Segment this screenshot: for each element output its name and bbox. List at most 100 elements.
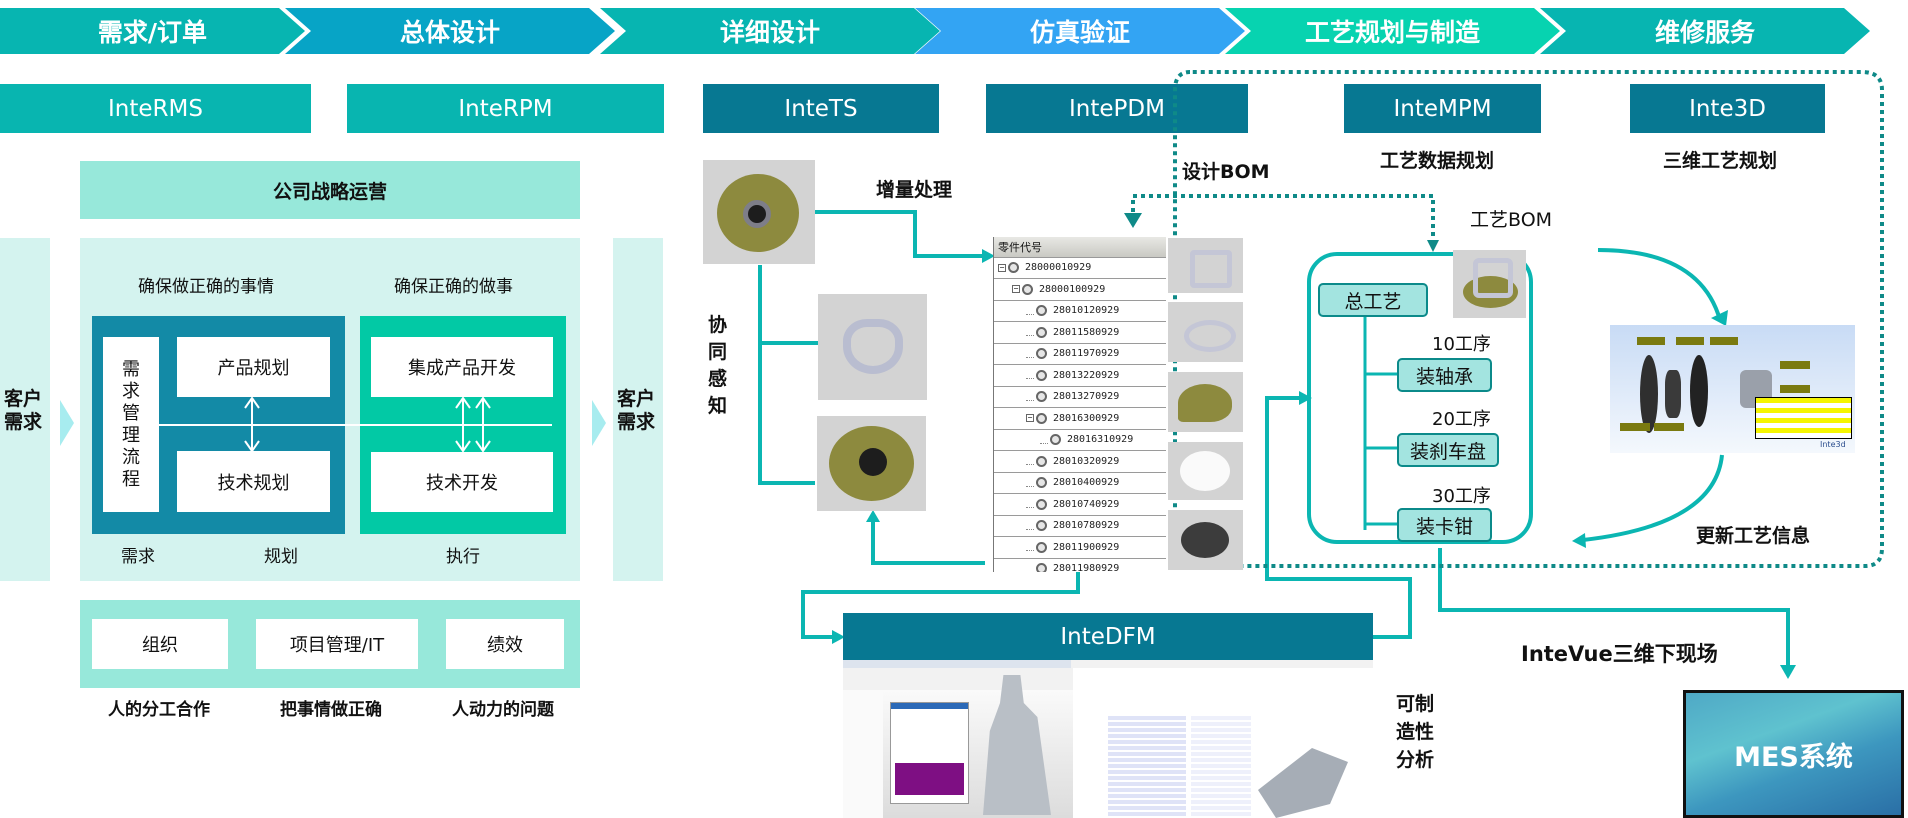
collapse-icon[interactable]: −: [1026, 413, 1034, 422]
bom-row[interactable]: 28013270929: [994, 386, 1166, 408]
process-step[interactable]: 装刹车盘: [1397, 433, 1499, 467]
box-label: 装刹车盘: [1409, 440, 1486, 463]
hub-shape: [859, 448, 887, 476]
bom-row[interactable]: 28011580929: [994, 322, 1166, 344]
gear-icon: [1036, 455, 1047, 467]
bom-tree[interactable]: 零件代号 − 28000010929 −28000100929 28010120929…: [993, 237, 1166, 572]
part-thumb-caliper: [1168, 302, 1243, 362]
disc-shape: [1640, 355, 1658, 433]
inte3d-logo: Inte3d: [1820, 440, 1846, 449]
product-inte3d[interactable]: Inte3D: [1630, 84, 1825, 133]
tree-line-icon: [1026, 393, 1034, 401]
char: 知: [708, 395, 728, 417]
product-label: InteDFM: [1060, 623, 1156, 650]
knuckle-shape: [843, 319, 903, 374]
box-label: 产品规划: [217, 358, 290, 379]
tree-line-icon: [1026, 328, 1034, 336]
strategy-title-text: 公司战略运营: [272, 180, 387, 203]
gear-icon: [1036, 520, 1047, 531]
customer-demand-right: 客户需求: [613, 238, 663, 581]
gear-icon: [1036, 477, 1047, 488]
part-code: 28011970929: [1053, 348, 1120, 359]
product-label: InteRPM: [458, 95, 553, 122]
callout-tag: [1637, 337, 1665, 345]
char: 协: [708, 314, 728, 336]
dfm-dialog: [890, 702, 969, 804]
stage-overall-design: 总体设计: [285, 8, 615, 54]
caption-line: 分析: [1396, 749, 1435, 771]
bom-row[interactable]: 28013220929: [994, 365, 1166, 387]
tree-line-icon: [1026, 479, 1034, 487]
collapse-icon[interactable]: −: [998, 262, 1006, 272]
part-code: 28016300929: [1053, 412, 1120, 424]
inte3d-exploded-view: Inte3d: [1610, 325, 1855, 453]
tree-line-icon: [1026, 522, 1034, 530]
box-label: 技术规划: [217, 472, 290, 494]
bom-row[interactable]: 28010780929: [994, 515, 1166, 537]
box-label: 总工艺: [1344, 290, 1402, 313]
product-intets[interactable]: InteTS: [703, 84, 939, 133]
bom-row[interactable]: 28010400929: [994, 472, 1166, 494]
callout-tag: [1620, 423, 1650, 431]
gear-icon: [1050, 434, 1061, 445]
product-intempm[interactable]: InteMPM: [1344, 84, 1541, 133]
stage-label: 仿真验证: [1029, 18, 1130, 47]
callout-tag: [1710, 337, 1738, 345]
part-code: 28011580929: [1053, 326, 1120, 338]
process-bom-label: 工艺BOM: [1470, 209, 1553, 231]
pm-it-box: 项目管理/IT: [256, 619, 418, 669]
product-intepdm[interactable]: IntePDM: [986, 84, 1248, 133]
tech-planning-box: 技术规划: [177, 451, 330, 512]
bom-header[interactable]: 零件代号: [994, 237, 1166, 258]
part-shape: [1190, 250, 1232, 288]
mes-system[interactable]: MES系统: [1683, 690, 1904, 818]
product-interpm[interactable]: InteRPM: [347, 84, 664, 133]
part-code: 28010740929: [1053, 498, 1120, 510]
product-intedfm[interactable]: InteDFM: [843, 613, 1373, 660]
footer-label-demand: 需求: [121, 547, 155, 567]
box-label: 装卡钳: [1415, 515, 1473, 538]
bom-row[interactable]: 28011900929: [994, 537, 1166, 559]
dfm-part-model-2: [1258, 748, 1348, 818]
box-label: 绩效: [487, 635, 523, 656]
part-shape: [1181, 522, 1229, 558]
bom-row[interactable]: 28010740929: [994, 494, 1166, 516]
bom-row[interactable]: − 28000010929: [994, 257, 1166, 279]
tech-dev-box: 技术开发: [371, 452, 553, 512]
stage-detailed-design: 详细设计: [600, 8, 940, 54]
process-step[interactable]: 装卡钳: [1397, 508, 1492, 542]
bom-row[interactable]: 28011980929: [994, 558, 1166, 572]
collapse-icon[interactable]: −: [1012, 284, 1020, 293]
gear-icon: [1036, 369, 1047, 381]
bom-row[interactable]: 28011970929: [994, 343, 1166, 365]
process-root[interactable]: 总工艺: [1318, 283, 1428, 317]
tree-line-icon: [1026, 565, 1034, 572]
caption-division: 人的分工合作: [108, 700, 210, 720]
part-code: 28000010929: [1025, 262, 1092, 273]
bom-row[interactable]: −28000100929: [994, 279, 1166, 301]
char: 需: [122, 358, 140, 380]
box-label: 装轴承: [1415, 365, 1473, 388]
report-table-values: [1191, 716, 1251, 818]
bom-row[interactable]: 28010120929: [994, 300, 1166, 322]
part-code: 28010120929: [1053, 305, 1120, 316]
process-step[interactable]: 装轴承: [1397, 358, 1492, 392]
bom-row[interactable]: 28010320929: [994, 451, 1166, 473]
bom-row[interactable]: − 28016300929: [994, 408, 1166, 430]
ipd-box: 集成产品开发: [371, 337, 553, 397]
intevue-label: InteVue三维下现场: [1521, 642, 1718, 666]
stage-maintenance: 维修服务: [1540, 8, 1870, 54]
product-interms[interactable]: InteRMS: [0, 84, 311, 133]
caption-line: 可制: [1396, 693, 1435, 715]
product-label: Inte3D: [1689, 95, 1766, 122]
support-panel: 组织 项目管理/IT 绩效: [80, 600, 580, 688]
gear-icon: [1036, 391, 1047, 402]
stage-process-planning: 工艺规划与制造: [1225, 8, 1560, 54]
stage-label: 详细设计: [719, 18, 820, 47]
footer-label-planning: 规划: [264, 547, 298, 567]
product-label: InteTS: [784, 95, 858, 122]
stage-simulation: 仿真验证: [915, 8, 1245, 54]
step-seq: 10工序: [1432, 334, 1491, 355]
strategy-connectors: [159, 396, 552, 453]
bom-row[interactable]: 28016310929: [994, 429, 1166, 451]
